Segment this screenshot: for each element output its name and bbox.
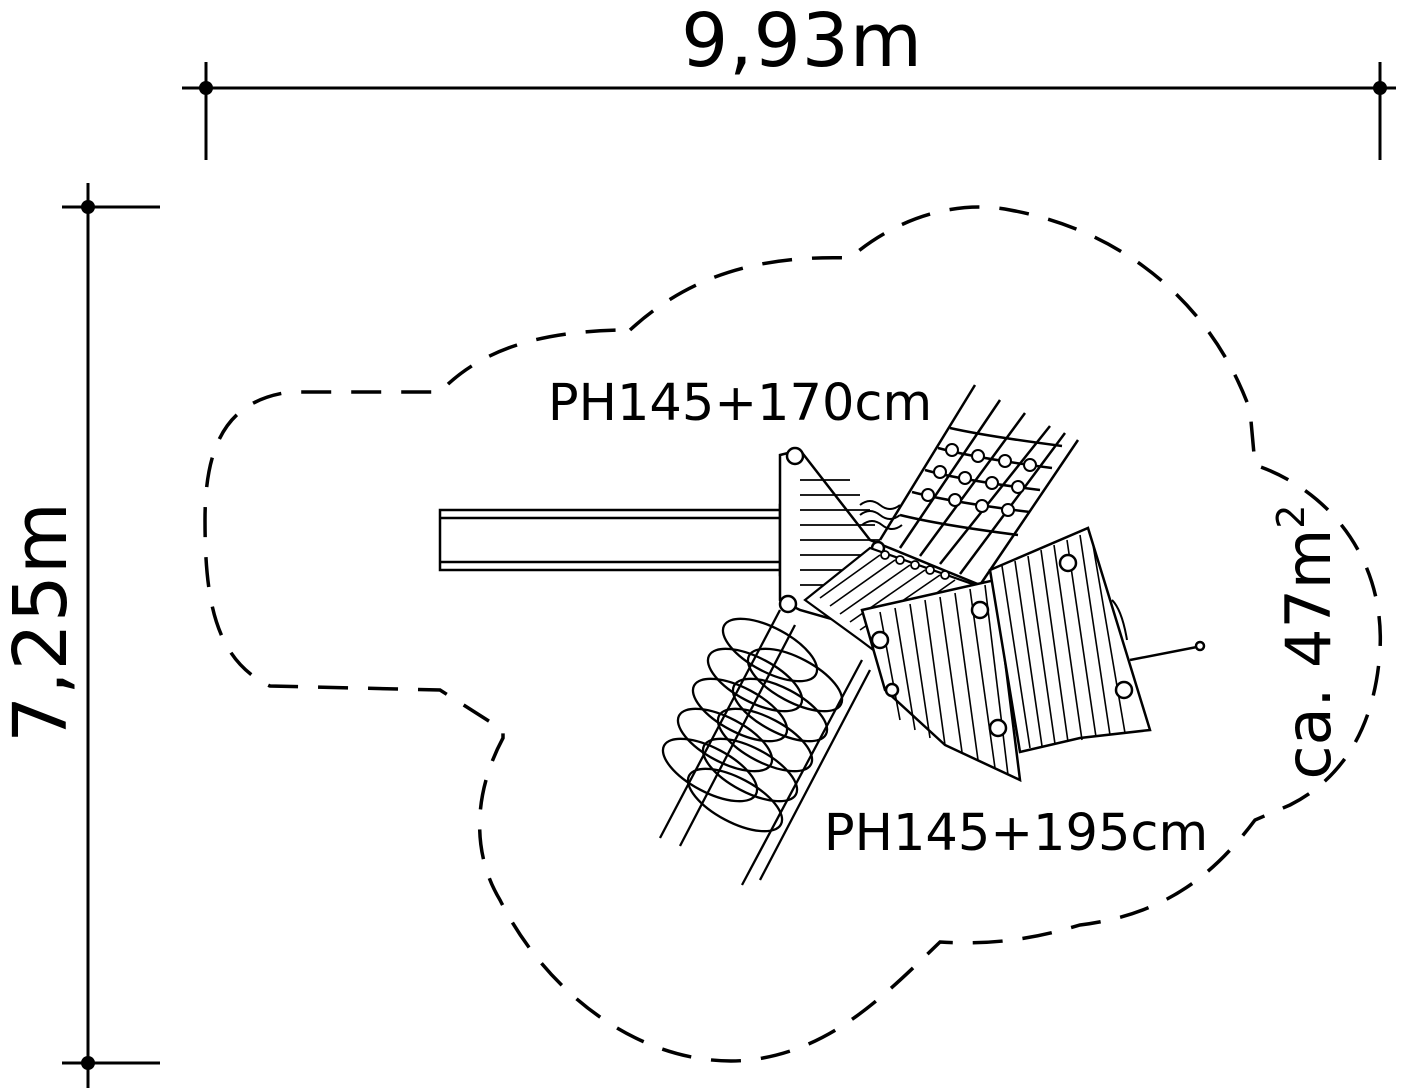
dimension-dot-icon [81,1056,95,1070]
height-label: 7,25m [0,501,84,743]
area-superscript: 2 [1269,505,1313,529]
upper-platform-label: PH145+170cm [548,374,932,433]
climbing-net [878,384,1080,586]
dimension-dot-icon [199,81,213,95]
height-dimension: 7,25m [0,183,160,1088]
tower-lower-right [988,526,1206,754]
area-label: ca. 47m [1272,529,1345,780]
dimension-dot-icon [81,200,95,214]
slide [438,503,802,577]
width-dimension: 9,93m [182,0,1396,160]
area-annotation: ca. 47m2 [1269,505,1345,780]
lower-platform-label: PH145+195cm [824,804,1208,863]
width-label: 9,93m [681,0,923,84]
tower-lower-left [860,578,1022,783]
rung-ladder [658,609,872,886]
svg-text:ca. 47m2: ca. 47m2 [1269,505,1345,780]
safety-zone-outline [203,205,1383,1063]
dimension-dot-icon [1373,81,1387,95]
